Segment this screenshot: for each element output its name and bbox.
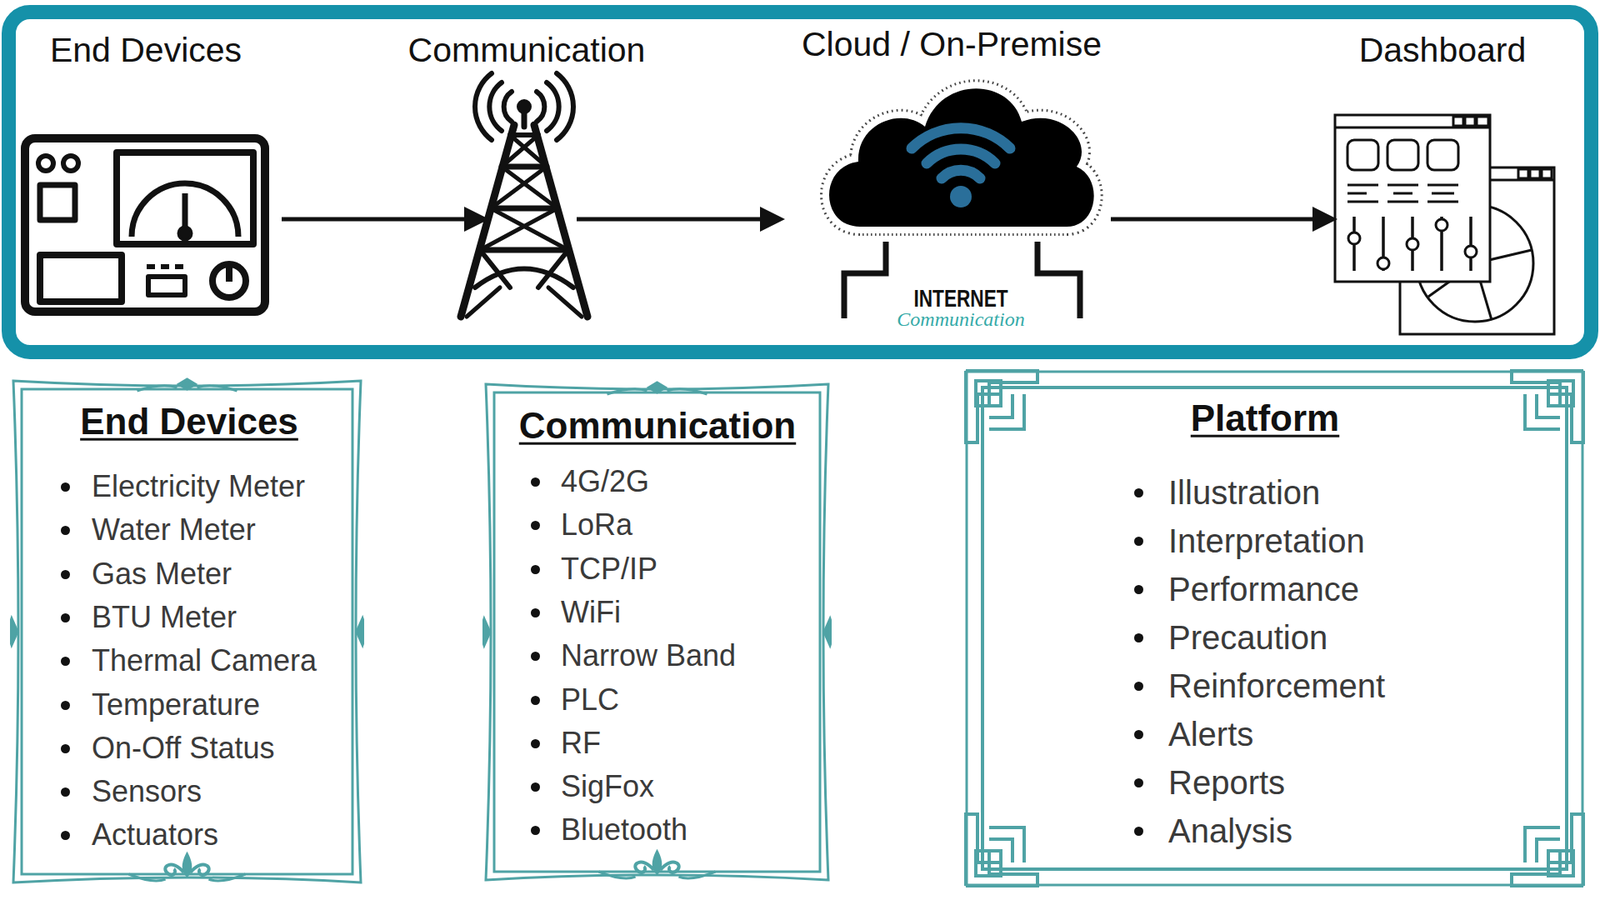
list-item: On-Off Status [91, 730, 275, 765]
icon-column: Cloud / On-PremiseINTERNETCommunication [779, 76, 1105, 327]
bullet-dot [60, 830, 70, 840]
list-item: Reports [1168, 763, 1285, 802]
column-heading: Communication [408, 30, 646, 70]
list-item: Reinforcement [1168, 666, 1385, 705]
list-item: Alerts [1168, 715, 1254, 754]
list-item: Water Meter [91, 513, 256, 548]
bullet-dot [1134, 488, 1144, 498]
list-item: Actuators [91, 818, 219, 853]
bullet-dot [60, 570, 70, 580]
list-item: Thermal Camera [91, 643, 317, 678]
frame-border [482, 380, 832, 884]
bullet-dot [1134, 536, 1144, 546]
frame-lines [965, 370, 1584, 886]
bullet-dot [530, 739, 540, 749]
column-heading: End Devices [50, 30, 242, 70]
list-item: Narrow Band [560, 638, 736, 673]
frame-lines [482, 382, 832, 880]
panel-heading: Platform [1190, 397, 1340, 440]
cloud-caption: INTERNET [913, 285, 1008, 313]
list-item: Illustration [1168, 473, 1320, 512]
bullet-dot [60, 613, 70, 623]
list-item: Analysis [1168, 811, 1293, 850]
tower-icon [460, 73, 588, 317]
bullet-dot [60, 744, 70, 754]
bullet-dot [530, 565, 540, 575]
bullet-dot [530, 695, 540, 705]
flow-arrow [576, 217, 773, 222]
bullet-dot [530, 782, 540, 792]
meter-icon [25, 138, 265, 312]
bullet-dot [60, 700, 70, 710]
list-item: Temperature [91, 687, 260, 722]
list-item: LoRa [560, 508, 633, 543]
bullet-dot [1134, 826, 1144, 836]
list-item: PLC [560, 682, 620, 717]
list-item: Sensors [91, 774, 202, 809]
icon-column: Dashboard [1331, 114, 1557, 337]
flow-arrow [1110, 217, 1325, 222]
bullet-dot [1134, 778, 1144, 788]
bullet-dot [530, 477, 540, 487]
bullet-dot [530, 651, 540, 661]
list-item: SigFox [560, 769, 655, 804]
bullet-dot [530, 825, 540, 835]
bullet-dot [530, 608, 540, 618]
list-item: Gas Meter [91, 556, 232, 591]
bullet-dot [1134, 730, 1144, 740]
list-item: Electricity Meter [91, 469, 305, 504]
list-item: Interpretation [1168, 521, 1365, 560]
bullet-dot [1134, 681, 1144, 691]
cloud-subcaption: Communication [896, 308, 1025, 332]
dashboard-icon [1335, 115, 1555, 335]
list-item: Precaution [1168, 618, 1328, 657]
bullet-dot [1134, 585, 1144, 595]
column-heading: Dashboard [1359, 30, 1527, 70]
cloud-icon [829, 88, 1095, 319]
list-item: Bluetooth [560, 813, 688, 848]
icon-column: Communication [483, 76, 570, 319]
frame-border [964, 369, 1585, 888]
frame-lines [10, 379, 365, 883]
flow-arrow [281, 217, 477, 222]
list-item: WiFi [560, 595, 621, 630]
list-panel: PlatformIllustrationInterpretationPerfor… [964, 369, 1585, 888]
bullet-dot [1134, 633, 1144, 643]
bullet-dot [60, 656, 70, 666]
list-panel: End DevicesElectricity MeterWater MeterG… [10, 377, 365, 886]
list-item: Performance [1168, 570, 1360, 609]
bullet-dot [530, 520, 540, 530]
bullet-dot [60, 482, 70, 492]
list-item: 4G/2G [560, 464, 650, 499]
list-item: TCP/IP [560, 551, 658, 586]
bullet-dot [60, 787, 70, 797]
panel-heading: Communication [519, 405, 796, 448]
icon-column: End Devices [22, 135, 275, 315]
list-panel: Communication 4G/2G LoRaTCP/IP WiFiNarrow B… [482, 380, 832, 884]
list-item: BTU Meter [91, 600, 237, 635]
column-heading: Cloud / On-Premise [801, 25, 1102, 65]
list-item: RF [560, 725, 601, 760]
panel-heading: End Devices [80, 400, 299, 444]
bullet-dot [60, 525, 70, 535]
frame-border [10, 377, 365, 886]
